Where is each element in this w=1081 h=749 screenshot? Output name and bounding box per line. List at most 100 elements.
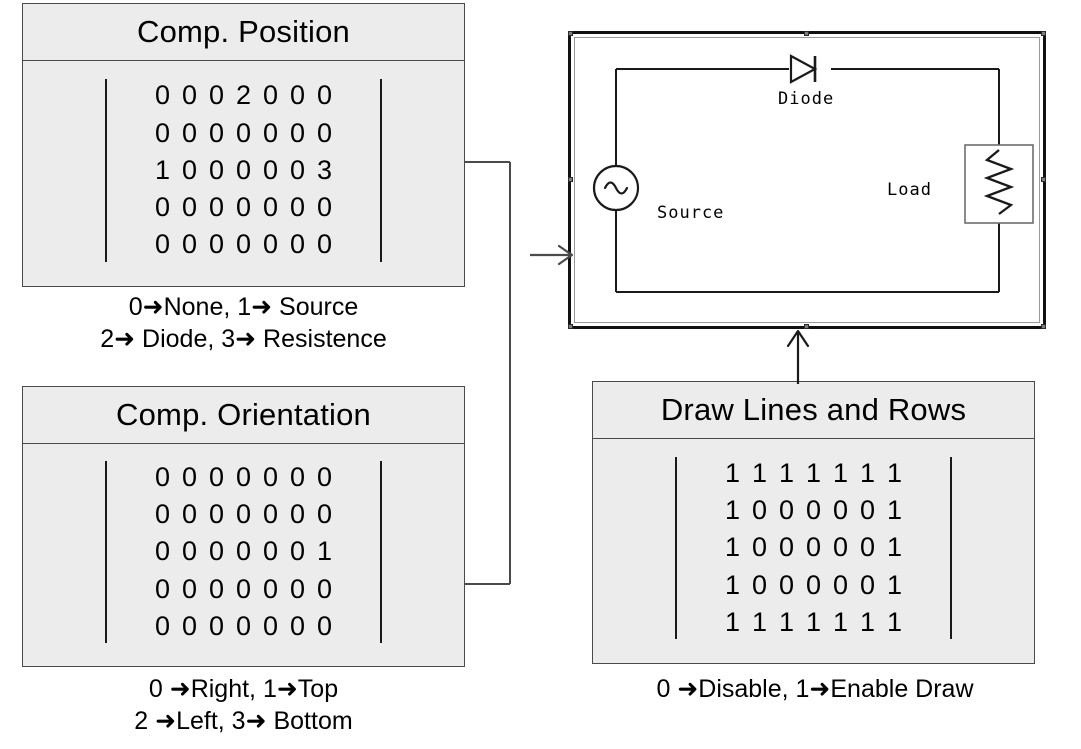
table-row: 0 0 0 0 0 0 0 xyxy=(149,226,338,263)
table-row: 0 0 0 0 0 0 0 xyxy=(149,459,338,496)
load-symbol xyxy=(964,144,1034,224)
matrix-cell: 0 xyxy=(208,192,225,223)
matrix-cell: 3 xyxy=(316,154,333,185)
matrix-cell: 0 xyxy=(154,499,171,530)
selection-handle-top-right[interactable] xyxy=(1041,31,1046,36)
circuit-canvas[interactable]: Source Diode Load xyxy=(574,37,1040,323)
diode-label: Diode xyxy=(778,89,834,109)
comp-position-legend: 0➜None, 1➜ Source 2➜ Diode, 3➜ Resistenc… xyxy=(22,291,465,355)
matrices-to-circuit-connector xyxy=(465,160,574,586)
matrix-cell: 0 xyxy=(181,499,198,530)
matrix-cell: 0 xyxy=(262,154,279,185)
table-row: 1 0 0 0 0 0 1 xyxy=(719,529,908,566)
draw-arrow-head xyxy=(786,329,810,348)
matrix-cell: 1 xyxy=(832,606,849,637)
matrix-cell: 0 xyxy=(235,461,252,492)
matrix-cell: 1 xyxy=(778,457,795,488)
matrix-cell: 0 xyxy=(181,154,198,185)
table-row: 1 0 0 0 0 0 1 xyxy=(719,567,908,604)
comp-position-legend-line1: 0➜None, 1➜ Source xyxy=(128,293,359,321)
matrix-cell: 1 xyxy=(724,457,741,488)
matrix-cell: 0 xyxy=(235,229,252,260)
matrix-cell: 0 xyxy=(805,569,822,600)
matrix-cell: 0 xyxy=(262,80,279,111)
selection-handle-middle-right[interactable] xyxy=(1041,177,1046,182)
matrix-cell: 1 xyxy=(886,606,903,637)
selection-handle-top-left[interactable] xyxy=(568,31,573,36)
matrix-cell: 1 xyxy=(724,606,741,637)
matrix-bracket-left xyxy=(105,79,107,262)
matrix-cell: 1 xyxy=(751,606,768,637)
matrix-cell: 0 xyxy=(235,499,252,530)
selection-handle-bottom-center[interactable] xyxy=(804,324,809,329)
matrix-cell: 1 xyxy=(316,536,333,567)
matrix-bracket-right xyxy=(380,460,382,644)
matrix-cell: 0 xyxy=(235,154,252,185)
matrix-cell: 0 xyxy=(154,117,171,148)
matrix-cell: 0 xyxy=(154,80,171,111)
comp-orientation-legend-line1: 0 ➜Right, 1➜Top xyxy=(148,675,339,703)
circuit-diagram-panel[interactable]: Source Diode Load xyxy=(568,31,1046,329)
matrix-cell: 0 xyxy=(289,229,306,260)
draw-lines-rows-legend-line1: 0 ➜Disable, 1➜Enable Draw xyxy=(656,675,974,703)
matrix-cell: 1 xyxy=(886,495,903,526)
matrix-cell: 0 xyxy=(262,229,279,260)
diode-triangle xyxy=(789,54,818,84)
matrix-cell: 0 xyxy=(805,532,822,563)
matrix-cell: 0 xyxy=(262,192,279,223)
diode-symbol xyxy=(789,54,818,84)
matrix-cell: 0 xyxy=(154,573,171,604)
selection-handle-bottom-left[interactable] xyxy=(568,324,573,329)
draw-lines-rows-matrix: 1 1 1 1 1 1 1 1 0 0 0 0 0 1 1 0 0 0 xyxy=(675,455,952,641)
matrix-cell: 0 xyxy=(208,461,225,492)
comp-position-title: Comp. Position xyxy=(23,4,464,61)
matrix-cell: 0 xyxy=(208,80,225,111)
matrix-cell: 0 xyxy=(181,461,198,492)
matrix-bracket-left xyxy=(675,456,677,640)
draw-lines-rows-title: Draw Lines and Rows xyxy=(593,382,1034,439)
table-row: 1 1 1 1 1 1 1 xyxy=(719,455,908,492)
matrix-cell: 0 xyxy=(778,569,795,600)
matrix-cell: 0 xyxy=(262,461,279,492)
matrix-cell: 0 xyxy=(832,495,849,526)
matrix-cell: 0 xyxy=(289,117,306,148)
matrix-cell: 0 xyxy=(235,610,252,641)
selection-handle-middle-left[interactable] xyxy=(568,177,573,182)
load-label: Load xyxy=(887,180,932,200)
matrix-cell: 0 xyxy=(208,573,225,604)
matrix-cell: 0 xyxy=(316,192,333,223)
matrix-cell: 1 xyxy=(724,495,741,526)
matrix-cell: 1 xyxy=(859,457,876,488)
matrix-cell: 0 xyxy=(289,192,306,223)
matrix-cell: 0 xyxy=(181,536,198,567)
matrix-cell: 0 xyxy=(154,536,171,567)
matrix-cell: 1 xyxy=(886,569,903,600)
matrix-cell: 0 xyxy=(832,569,849,600)
table-row: 0 0 0 0 0 0 0 xyxy=(149,496,338,533)
table-row: 1 0 0 0 0 0 3 xyxy=(149,152,338,189)
matrix-cell: 0 xyxy=(316,461,333,492)
matrix-cell: 0 xyxy=(778,495,795,526)
draw-lines-rows-matrix-body: 1 1 1 1 1 1 1 1 0 0 0 0 0 1 1 0 0 0 xyxy=(593,439,1034,657)
source-label: Source xyxy=(657,203,724,223)
selection-handle-bottom-right[interactable] xyxy=(1041,324,1046,329)
circuit-schematic: Source Diode Load xyxy=(592,54,1034,294)
matrix-cell: 0 xyxy=(289,80,306,111)
comp-orientation-panel: Comp. Orientation 0 0 0 0 0 0 0 0 0 0 0 … xyxy=(22,386,465,667)
matrix-cell: 0 xyxy=(154,229,171,260)
matrix-cell: 0 xyxy=(859,532,876,563)
load-resistor-zigzag xyxy=(983,149,1015,215)
matrix-cell: 0 xyxy=(289,154,306,185)
matrix-cell: 0 xyxy=(751,532,768,563)
table-row: 1 0 0 0 0 0 1 xyxy=(719,492,908,529)
matrix-cell: 0 xyxy=(751,495,768,526)
matrix-cell: 0 xyxy=(805,495,822,526)
matrix-cell: 1 xyxy=(724,532,741,563)
matrix-cell: 0 xyxy=(262,573,279,604)
load-selection-box xyxy=(964,144,1034,224)
source-symbol xyxy=(592,164,640,212)
matrix-cell: 0 xyxy=(778,532,795,563)
comp-orientation-legend: 0 ➜Right, 1➜Top 2 ➜Left, 3➜ Bottom xyxy=(22,673,465,737)
matrix-cell: 1 xyxy=(886,532,903,563)
selection-handle-top-center[interactable] xyxy=(804,31,809,36)
